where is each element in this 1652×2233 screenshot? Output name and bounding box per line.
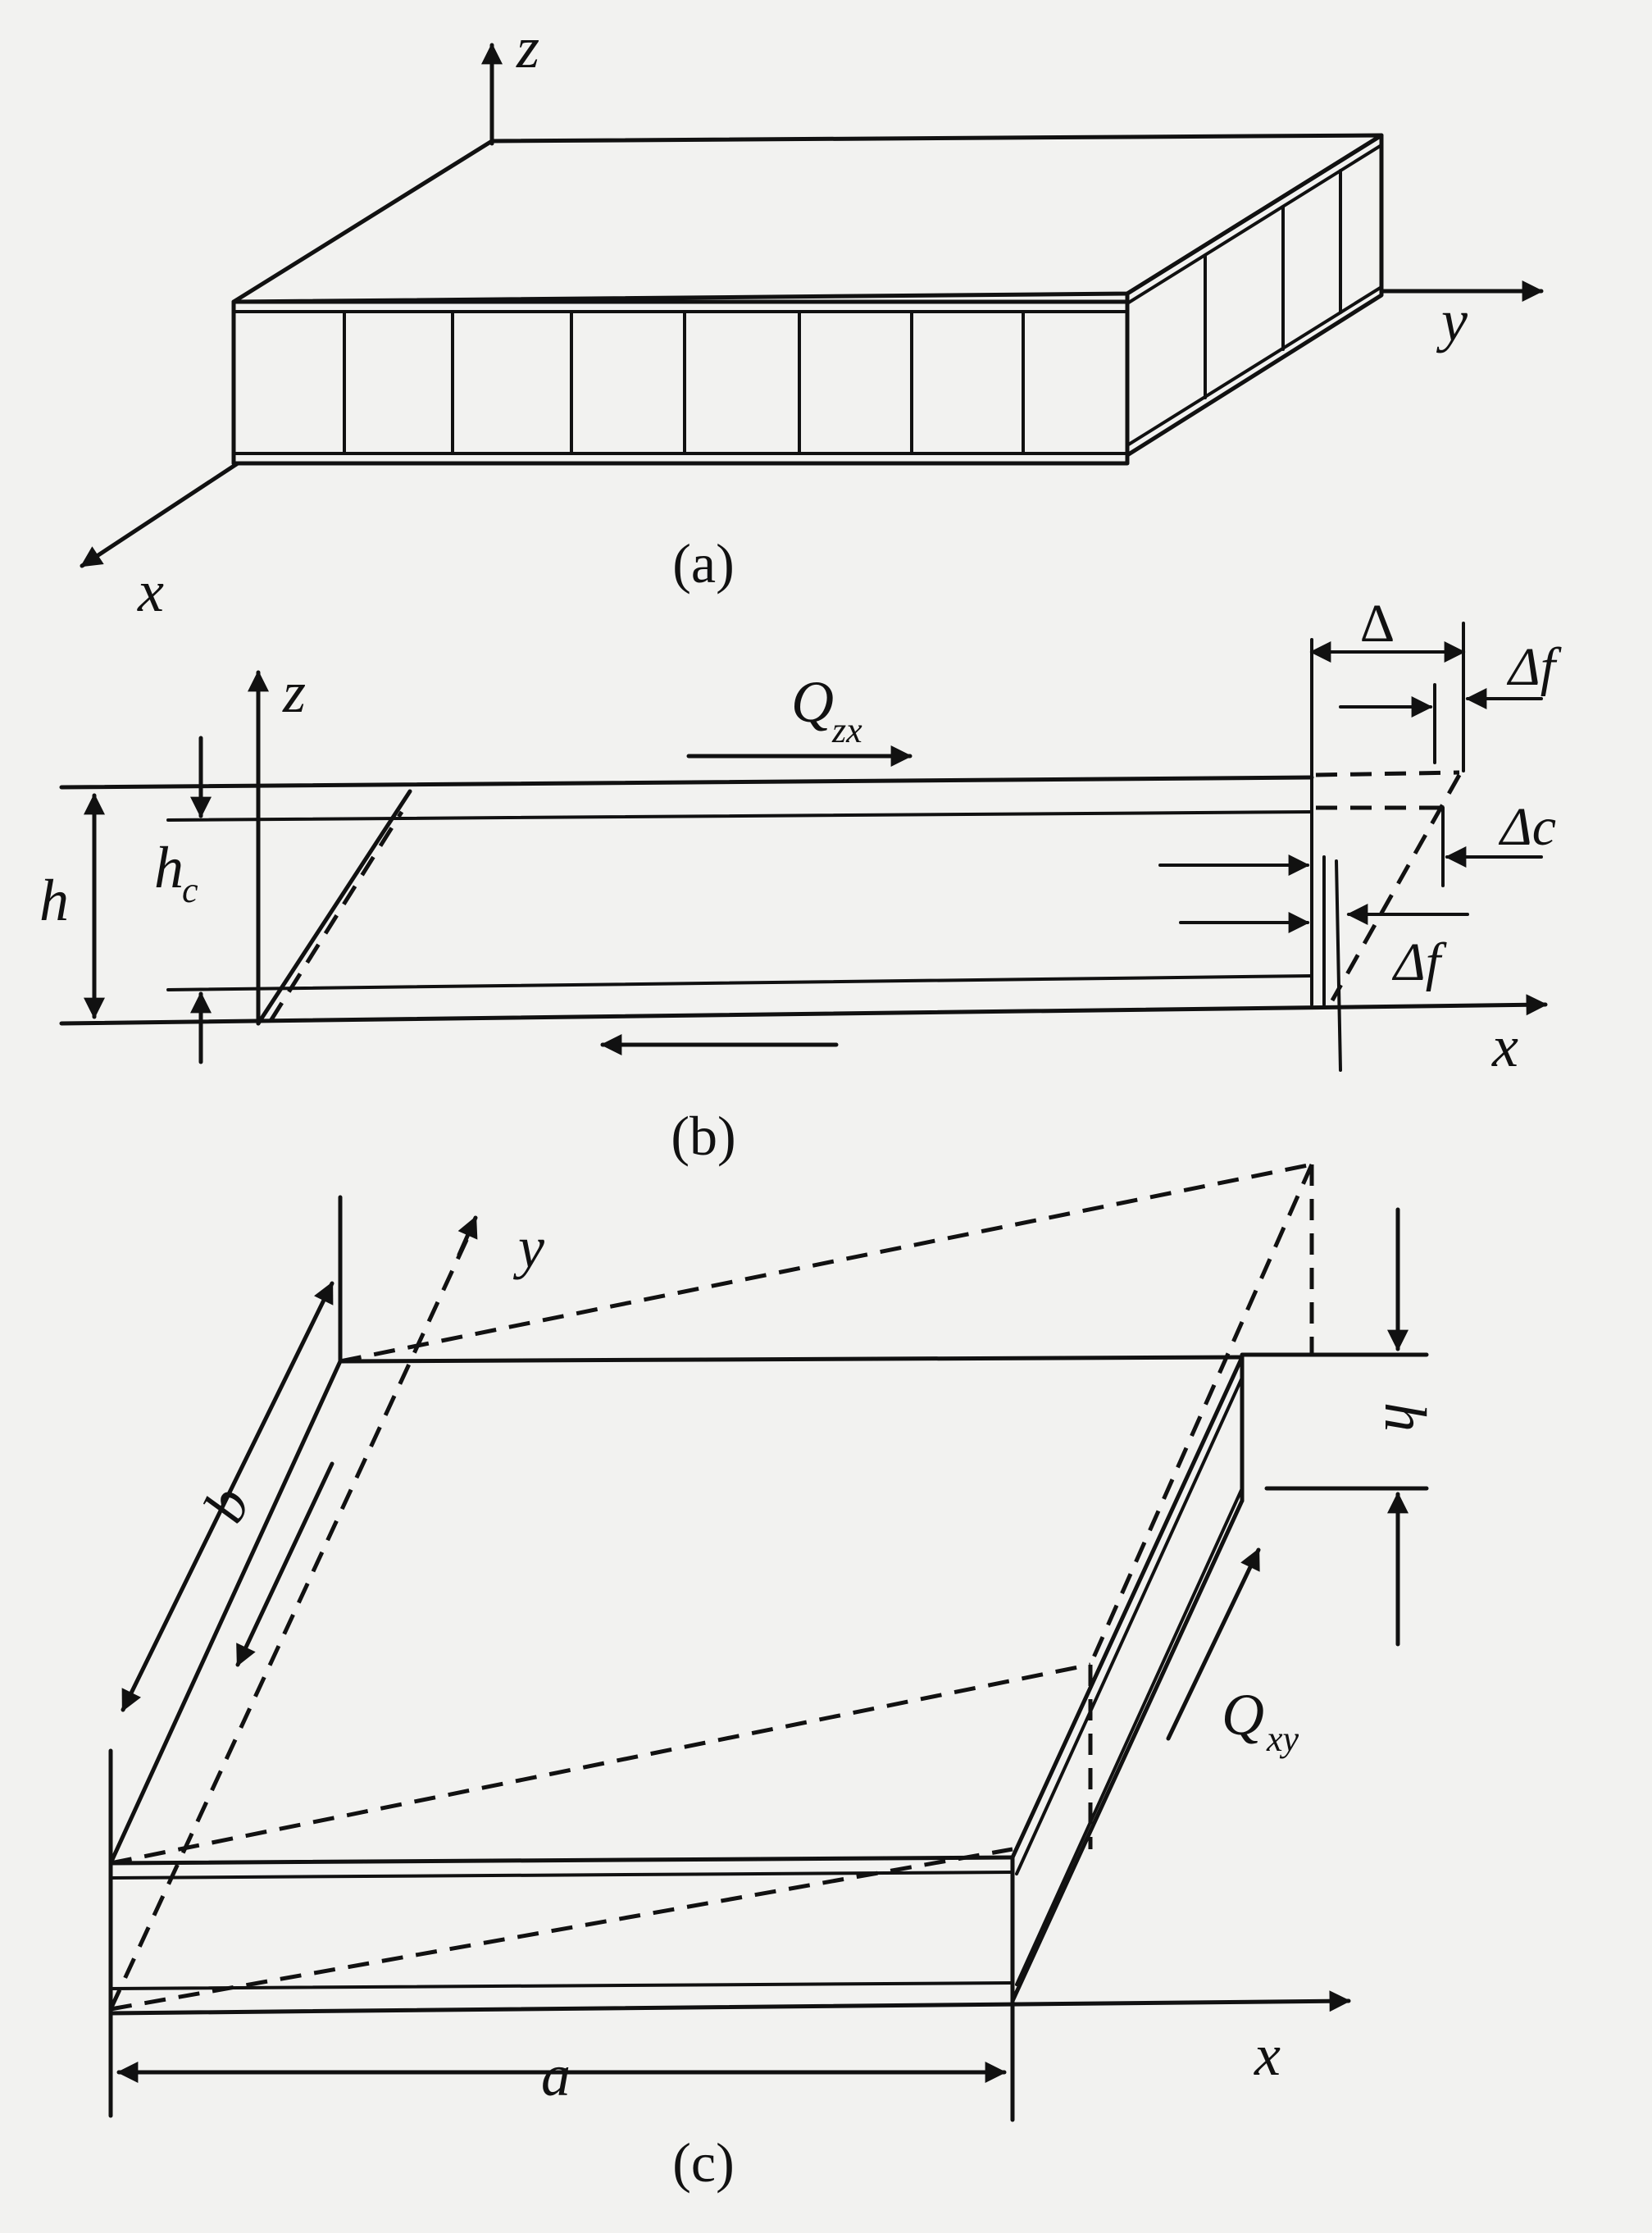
panel-a-side-core-cells — [1204, 169, 1342, 399]
panel-c: y x b a h Q xy (c) — [108, 1162, 1438, 2194]
panel-b-top-skin-inner — [166, 810, 1313, 822]
panel-c-shear-arrow-right — [1166, 1547, 1261, 1741]
panel-b-bottom-skin-inner — [166, 974, 1313, 991]
panel-b-hc-sub: c — [182, 870, 198, 910]
panel-b-h-label: h — [39, 868, 69, 933]
panel-b-shear-label: Q — [791, 669, 834, 735]
panel-c-shear-sub: xy — [1266, 1719, 1299, 1759]
panel-b-top-dash — [1315, 770, 1460, 777]
panel-c-front-top-edge — [108, 1855, 1015, 1866]
panel-b-x-axis — [59, 994, 1548, 1026]
panel-c-b-label: b — [190, 1477, 262, 1532]
panel-a-front-core-cells — [343, 310, 1025, 455]
panel-a-top-face — [231, 133, 1384, 304]
panel-a-right-bottom-skin — [1126, 285, 1383, 447]
panel-b-z-label: z — [282, 659, 306, 725]
panel-b-delta-f-top-label: Δf — [1506, 637, 1562, 697]
panel-c-x-label: x — [1254, 2022, 1281, 2088]
panel-b-delta-label: Δ — [1360, 594, 1395, 654]
panel-b-right-offset-line — [1335, 859, 1342, 1072]
panel-b-delta-c-label: Δc — [1498, 797, 1556, 857]
panel-c-deformed-bottom-dash — [110, 1847, 1013, 2012]
panel-c-deformed-top-dash — [339, 1162, 1313, 1364]
panel-a-front-face — [231, 299, 1130, 466]
panel-c-caption: (c) — [672, 2131, 734, 2194]
panel-a-caption: (a) — [672, 532, 734, 595]
panel-c-deformed-side-dash — [1088, 1163, 1314, 1666]
panel-b-top-surface — [59, 775, 1314, 790]
panel-c-shear-arrow-left — [235, 1461, 334, 1667]
panel-a-right-face — [1125, 133, 1384, 458]
panel-c-front-bottom-skin — [109, 1981, 1014, 1990]
panel-b-right-shear-dash — [1330, 773, 1462, 1002]
panel-c-back-edge — [338, 1355, 1245, 1364]
panel-b-left-shear-dash — [268, 810, 404, 1023]
panel-c-x-axis — [108, 1990, 1351, 2016]
panel-c-y-label: y — [512, 1214, 544, 1280]
panel-c-right-skin-top — [1015, 1376, 1244, 1875]
panel-a-y-label: y — [1436, 288, 1468, 353]
panel-c-deformed-mid-dash — [110, 1662, 1091, 1866]
panel-c-h-label: h — [1372, 1402, 1438, 1432]
panel-a-z-label: z — [516, 15, 539, 80]
panel-c-right-edge — [1010, 1355, 1245, 1860]
panel-b-hc-label: h — [154, 835, 184, 900]
panel-c-b-dimension — [121, 1281, 334, 1712]
panel-b-x-label: x — [1491, 1014, 1518, 1079]
panel-b: z x h h c Q zx Δ Δf Δc Δf (b) — [39, 594, 1562, 1167]
panel-a-right-top-skin — [1126, 144, 1383, 305]
panel-c-a-label: a — [541, 2043, 571, 2108]
panel-c-front-top-skin — [109, 1871, 1014, 1880]
panel-b-caption: (b) — [671, 1105, 735, 1167]
panel-c-y-axis-head — [457, 1215, 478, 1257]
panel-b-left-shear-line — [256, 789, 412, 1026]
panel-c-shear-label: Q — [1222, 1682, 1264, 1748]
panel-c-left-edge — [108, 1359, 343, 1866]
panel-c-right-bottom-edge — [1010, 1498, 1245, 2003]
panel-b-delta-f-bottom-label: Δf — [1391, 932, 1447, 992]
panel-c-right-skin-bottom — [1015, 1487, 1244, 1986]
panel-a: z y x (a) — [80, 15, 1544, 624]
panel-a-x-label: x — [137, 558, 164, 624]
panel-b-shear-sub: zx — [831, 710, 862, 750]
panel-a-x-axis — [80, 461, 240, 568]
